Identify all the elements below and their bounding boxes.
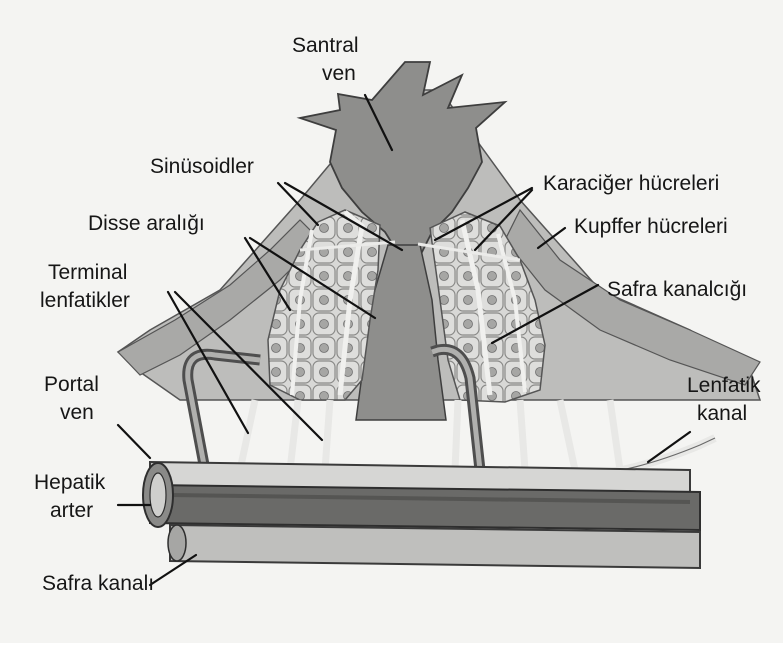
label-portal-ven-line1: Portal [44, 373, 99, 396]
label-sinusoidler: Sinüsoidler [150, 155, 254, 178]
label-santral-ven-line1: Santral [292, 34, 359, 57]
label-kupffer-hucreleri: Kupffer hücreleri [574, 215, 728, 238]
label-hepatik-arter-line1: Hepatik [34, 471, 106, 494]
label-hepatik-arter-line2: arter [50, 499, 93, 522]
label-portal-ven-line2: ven [60, 401, 94, 424]
label-disse-araligi: Disse aralığı [88, 212, 205, 235]
label-lenfatik-kanal-line2: kanal [697, 402, 747, 425]
label-karaciger-hucreleri: Karaciğer hücreleri [543, 172, 719, 195]
label-terminal-lenfatikler-line2: lenfatikler [40, 289, 130, 312]
label-lenfatik-kanal-line1: Lenfatik [687, 374, 761, 397]
label-santral-ven-line2: ven [322, 62, 356, 85]
bile-duct-tube [170, 525, 700, 568]
label-terminal-lenfatikler-line1: Terminal [48, 261, 127, 284]
label-safra-kanalcigi: Safra kanalcığı [607, 278, 747, 301]
hepatic-artery-tube [150, 485, 700, 530]
label-safra-kanali: Safra kanalı [42, 572, 154, 595]
portal-triad [143, 462, 700, 568]
